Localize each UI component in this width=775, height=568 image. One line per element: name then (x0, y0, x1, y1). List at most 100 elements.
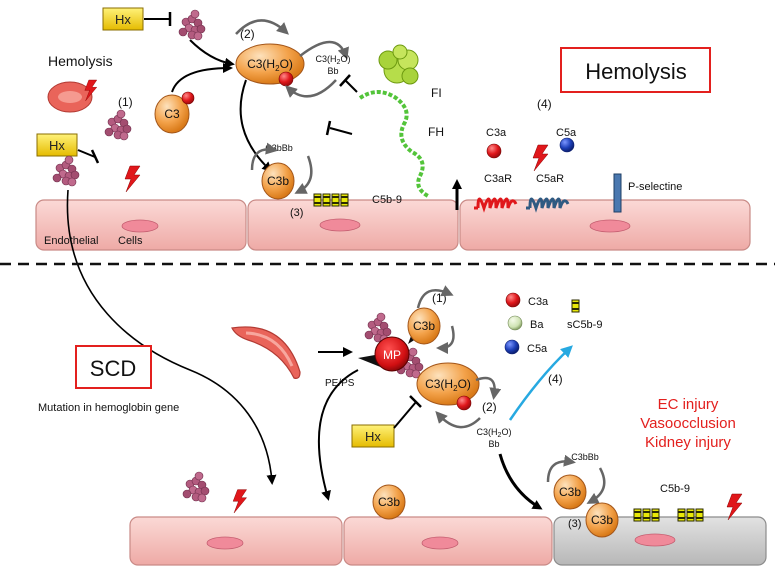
p-selectine-marker (613, 173, 622, 213)
arrow-c3h2o-to-c3b (498, 453, 543, 510)
microparticle (374, 336, 410, 372)
svg-text:C3(H2O): C3(H2O) (477, 427, 512, 439)
top-step4-label: (4) (537, 97, 552, 111)
cycle-arrow-bottom-c3b (416, 285, 454, 309)
svg-text:C3(H2O): C3(H2O) (425, 377, 471, 393)
svg-text:C3b: C3b (267, 174, 289, 188)
inhibit-fh-c3bbb (325, 120, 332, 136)
hx-box-top: Hx (102, 7, 144, 31)
arrow-heme-to-c3h2o (189, 39, 235, 68)
c3-molecule: C3 (154, 91, 195, 134)
fh-label: FH (428, 125, 444, 139)
ba-label: Ba (530, 319, 544, 331)
svg-text:Hemolysis: Hemolysis (585, 59, 686, 84)
cycle-arrow-c3bbb-bottom-right (586, 467, 606, 504)
mp-label: MP (383, 348, 401, 362)
red-blood-cell-top (47, 81, 93, 113)
factor-h-chain (358, 90, 430, 198)
bottom-endothelial-cell-injured (553, 516, 767, 566)
heme-cluster-top (178, 9, 206, 41)
c5a-label-top: C5a (556, 127, 577, 139)
arrow-hemolysis-to-scd (66, 189, 277, 485)
bottom-step3-label: (3) (568, 518, 581, 530)
c3h2o-molecule-top: C3(H2O) (235, 43, 305, 87)
lightning-icon-bottom-left (232, 489, 247, 514)
c5b9-label-top: C5b-9 (372, 194, 402, 206)
cycle-arrow-c3bbb-top-left (250, 142, 278, 171)
arrow-c3h2o-to-c3b (239, 79, 273, 173)
svg-text:Bb: Bb (327, 66, 338, 76)
mutation-label: Mutation in hemoglobin gene (38, 402, 179, 414)
c3h2o-bb-label-top: C3(H2O) Bb (316, 54, 351, 76)
top-endothelial-cell-3 (459, 199, 751, 251)
bottom-endothelial-cell-1 (129, 516, 343, 566)
hemolysis-title-box: Hemolysis (560, 47, 711, 93)
heme-cluster-left (52, 155, 80, 187)
c3a-label-bottom: C3a (528, 296, 549, 308)
c5a-label-bottom: C5a (527, 343, 548, 355)
c3b-molecule-bottom-right: C3b (553, 474, 587, 510)
c3h2o-bb-label-bottom: C3(H2O) Bb (477, 427, 512, 449)
c5b9-label-bottom: C5b-9 (660, 483, 690, 495)
c3b-molecule-bottom-top: C3b (407, 307, 441, 345)
top-step1-label: (1) (118, 95, 133, 109)
sc5b9-label: sC5b-9 (567, 319, 602, 331)
hx-label-left: Hx (49, 138, 65, 153)
fi-label: FI (431, 86, 442, 100)
cycle-arrow-top-right (299, 40, 349, 60)
cycle-arrow-top (235, 19, 289, 35)
cells-label: Cells (118, 235, 143, 247)
bottom-endothelial-cell-2 (343, 516, 553, 566)
c5b9-pore-bottom-1 (633, 508, 642, 522)
sc5b9-pore-icon (571, 299, 580, 313)
svg-text:SCD: SCD (90, 356, 136, 381)
c3b-molecule-top: C3b (261, 162, 295, 200)
hx-label-top: Hx (115, 12, 131, 27)
c3a-molecule-bottom (505, 292, 521, 308)
bottom-step4-label: (4) (548, 372, 563, 386)
c3a-label-top: C3a (486, 127, 507, 139)
outcome-kidney-injury: Kidney injury (645, 434, 731, 451)
cycle-arrow-c3bbb-top-right (294, 155, 313, 194)
hemolysis-label: Hemolysis (48, 53, 113, 69)
lightning-icon-receptors (532, 144, 549, 172)
c5b9-pore-1 (313, 193, 322, 207)
c5a-molecule-bottom (504, 339, 520, 355)
cycle-arrow-c3bbb-bottom-left (546, 454, 576, 483)
hx-box-bottom: Hx (351, 424, 395, 448)
svg-text:Hx: Hx (365, 429, 381, 444)
svg-text:C3b: C3b (559, 485, 581, 499)
lightning-icon-cells (124, 165, 141, 193)
hx-box-left: Hx (36, 133, 78, 157)
c3b-molecule-bottom-membrane: C3b (585, 502, 619, 538)
inhibit-fh-c3h2obb (339, 74, 351, 87)
top-step2-label: (2) (240, 27, 255, 41)
sickle-cell (231, 326, 301, 379)
c5ar-label: C5aR (536, 173, 564, 185)
arrow-c3-to-c3h2o (171, 63, 233, 93)
c3ar-receptor (476, 197, 518, 213)
c3h2o-molecule-bottom: C3(H2O) (416, 362, 480, 411)
ba-molecule (507, 315, 523, 331)
c5a-molecule-top (559, 137, 575, 153)
svg-text:C3b: C3b (413, 319, 435, 333)
lightning-icon-bottom-right (726, 493, 743, 521)
p-selectine-label: P-selectine (628, 181, 682, 193)
c5ar-receptor (528, 197, 570, 213)
outcome-vasoocclusion: Vasoocclusion (640, 415, 736, 432)
inhibit-hx-bottom (409, 395, 422, 408)
arrow-mp-to-cell (317, 369, 359, 501)
svg-text:Bb: Bb (488, 439, 499, 449)
c3ar-label: C3aR (484, 173, 512, 185)
top-step3-label: (3) (290, 207, 303, 219)
heme-cluster-bottom (182, 471, 210, 503)
bottom-step2-label: (2) (482, 400, 497, 414)
c3b-molecule-bottom-mid: C3b (372, 484, 406, 520)
outcome-ec-injury: EC injury (658, 396, 719, 413)
c3-label: C3 (164, 107, 180, 121)
top-endothelial-cell-2 (247, 199, 459, 251)
cycle-arrow-bottom-c3h2o (475, 376, 502, 400)
heme-cluster-mid (104, 109, 132, 141)
c3bbb-label-bottom: C3bBb (571, 452, 599, 462)
c3a-molecule-top (486, 143, 502, 159)
